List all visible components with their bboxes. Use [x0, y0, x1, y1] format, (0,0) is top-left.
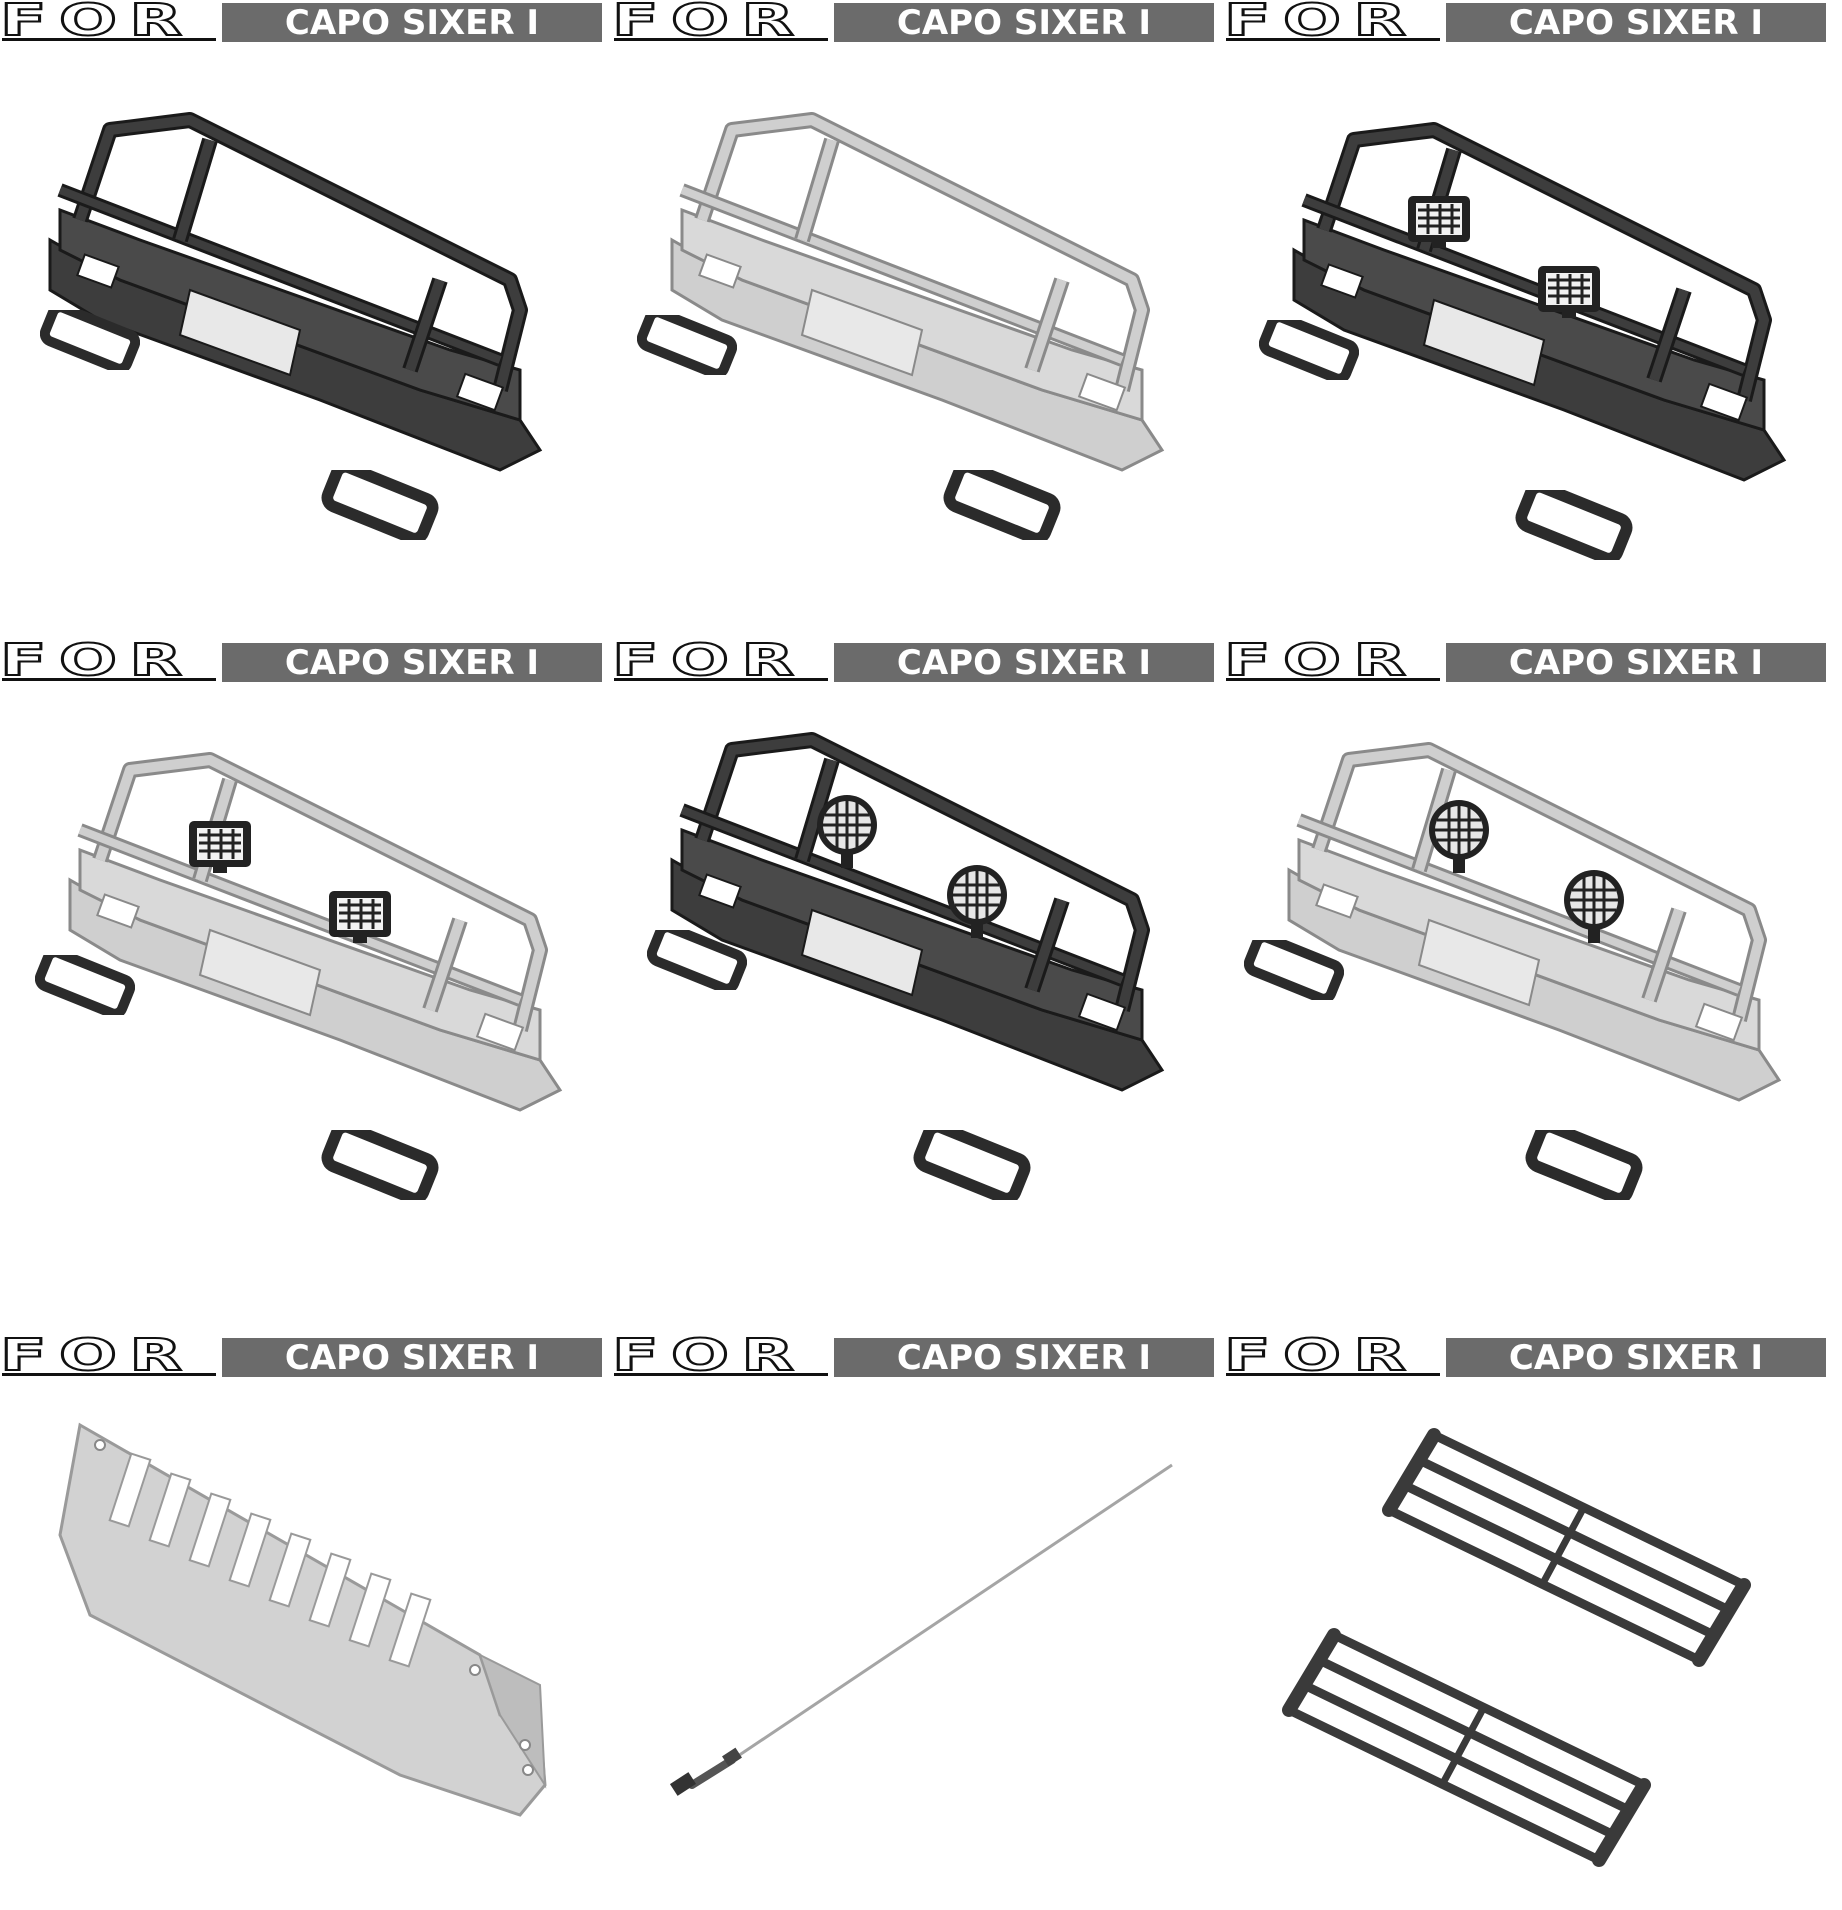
for-label: FOR	[1222, 0, 1419, 46]
square-light-icon	[187, 819, 253, 875]
model-label: CAPO SIXER I	[896, 643, 1152, 683]
for-underline	[2, 678, 216, 681]
banner: FOR CAPO SIXER I	[1222, 0, 1826, 46]
square-light-icon	[327, 889, 393, 945]
bumper-silver-plain-image	[612, 50, 1214, 590]
banner: FOR CAPO SIXER I	[1222, 1330, 1826, 1381]
bumper-silver-round-lights-image	[1224, 690, 1826, 1250]
skid-plate-image	[0, 1385, 602, 1905]
for-label: FOR	[0, 635, 195, 686]
banner: FOR CAPO SIXER I	[610, 0, 1214, 46]
for-underline	[1226, 678, 1440, 681]
model-badge: CAPO SIXER I	[222, 1338, 602, 1378]
for-underline	[614, 1373, 828, 1376]
for-label: FOR	[0, 0, 195, 46]
round-light-icon	[1427, 798, 1491, 875]
model-label: CAPO SIXER I	[1508, 3, 1764, 43]
panel-1: FOR CAPO SIXER I	[0, 0, 602, 640]
panel-4: FOR CAPO SIXER I	[0, 635, 602, 1320]
for-label: FOR	[610, 1330, 807, 1381]
banner: FOR CAPO SIXER I	[1222, 635, 1826, 686]
panel-2: FOR CAPO SIXER I	[610, 0, 1214, 640]
square-light-icon	[1406, 194, 1472, 250]
model-badge: CAPO SIXER I	[1446, 1338, 1826, 1378]
for-label: FOR	[1222, 635, 1419, 686]
bumper-silver-square-lights-image	[0, 690, 602, 1250]
model-badge: CAPO SIXER I	[1446, 643, 1826, 683]
antenna-image	[612, 1385, 1214, 1905]
for-label: FOR	[0, 1330, 195, 1381]
banner: FOR CAPO SIXER I	[0, 1330, 602, 1381]
for-underline	[2, 1373, 216, 1376]
panel-6: FOR CAPO SIXER I	[1222, 635, 1826, 1320]
model-label: CAPO SIXER I	[896, 3, 1152, 43]
for-underline	[2, 38, 216, 41]
model-badge: CAPO SIXER I	[1446, 3, 1826, 43]
panel-8: FOR CAPO SIXER I	[610, 1330, 1214, 1910]
model-label: CAPO SIXER I	[284, 3, 540, 43]
model-badge: CAPO SIXER I	[834, 1338, 1214, 1378]
model-label: CAPO SIXER I	[284, 643, 540, 683]
model-label: CAPO SIXER I	[1508, 643, 1764, 683]
banner: FOR CAPO SIXER I	[610, 635, 1214, 686]
model-badge: CAPO SIXER I	[222, 643, 602, 683]
for-underline	[1226, 38, 1440, 41]
model-label: CAPO SIXER I	[896, 1338, 1152, 1378]
panel-5: FOR CAPO SIXER I	[610, 635, 1214, 1320]
bumper-black-square-lights-image	[1224, 50, 1826, 590]
banner: FOR CAPO SIXER I	[0, 0, 602, 46]
for-underline	[614, 678, 828, 681]
for-underline	[1226, 1373, 1440, 1376]
model-label: CAPO SIXER I	[1508, 1338, 1764, 1378]
banner: FOR CAPO SIXER I	[0, 635, 602, 686]
banner: FOR CAPO SIXER I	[610, 1330, 1214, 1381]
panel-3: FOR CAPO SIXER I	[1222, 0, 1826, 640]
round-light-icon	[815, 793, 879, 870]
bumper-black-round-lights-image	[612, 690, 1214, 1250]
for-label: FOR	[1222, 1330, 1419, 1381]
square-light-icon	[1536, 264, 1602, 320]
panel-7: FOR CAPO SIXER I	[0, 1330, 602, 1910]
bumper-black-plain-image	[0, 50, 602, 590]
model-label: CAPO SIXER I	[284, 1338, 540, 1378]
for-label: FOR	[610, 0, 807, 46]
side-steps-image	[1224, 1385, 1826, 1905]
panel-9: FOR CAPO SIXER I	[1222, 1330, 1826, 1910]
model-badge: CAPO SIXER I	[834, 643, 1214, 683]
model-badge: CAPO SIXER I	[834, 3, 1214, 43]
for-underline	[614, 38, 828, 41]
for-label: FOR	[610, 635, 807, 686]
model-badge: CAPO SIXER I	[222, 3, 602, 43]
